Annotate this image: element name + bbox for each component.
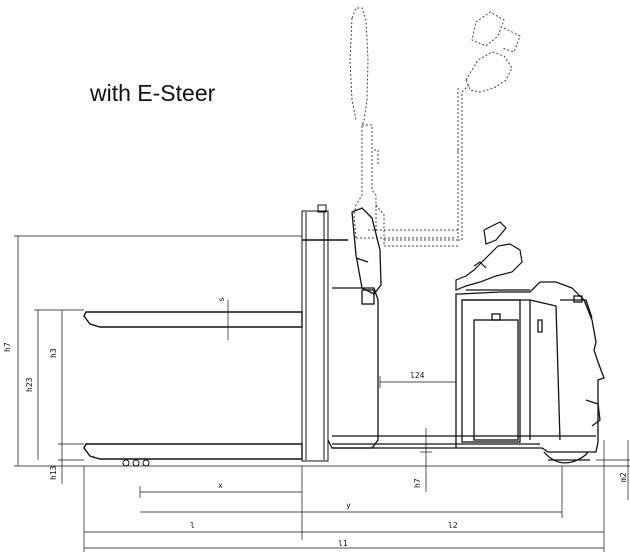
label-l1: l1 [338,539,348,548]
label-m2: m2 [619,472,628,482]
raised-platform-lines [356,205,460,239]
mast [301,204,348,462]
label-h3: h3 [49,348,58,358]
backrest [332,207,382,449]
label-l24: l24 [410,371,425,380]
chassis [327,281,605,453]
label-h7: h7 [3,342,12,352]
label-h23: h23 [25,377,34,392]
label-x: x [218,481,223,490]
label-y: y [346,501,351,510]
label-h13: h13 [49,465,58,480]
diagram-caption: with E-Steer [90,80,216,106]
label-l: l [190,521,195,530]
lower-fork [83,443,303,467]
drive-wheel [543,451,590,464]
steer-console [455,221,530,291]
raised-steer-arm-outline [383,11,521,247]
label-h7-lower: h7 [413,478,422,488]
label-s: s [217,297,226,302]
dimension-labels: h7 h23 h3 h13 s l24 h7 x y l l2 l1 m2 [3,297,628,548]
dimension-lines [14,235,630,552]
upper-fork [83,311,303,328]
label-l2: l2 [448,521,458,530]
raised-backrest-outline [349,7,385,240]
